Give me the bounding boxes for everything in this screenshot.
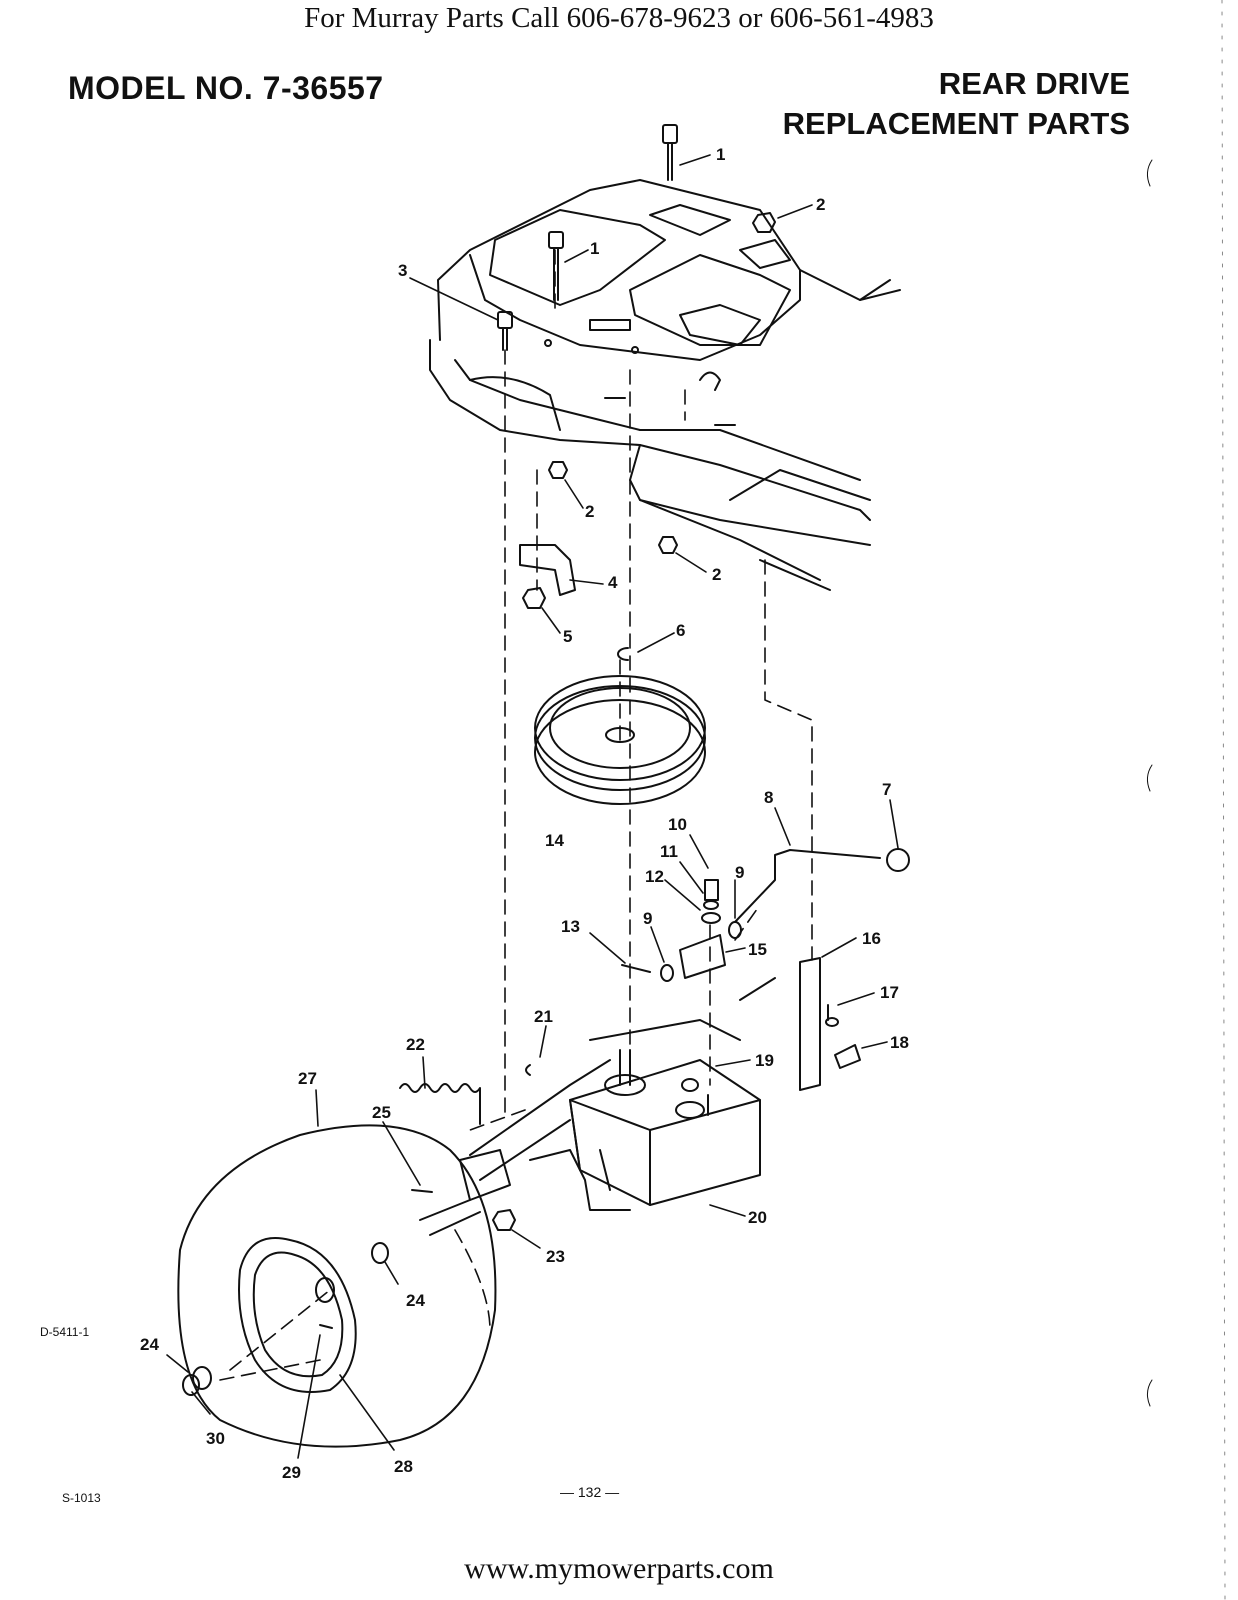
bolt-part-1 — [663, 125, 677, 180]
wheel-tire-part-27-28 — [178, 1125, 495, 1446]
callout-14: 14 — [545, 831, 564, 850]
callout-30: 30 — [206, 1429, 225, 1448]
callout-15: 15 — [748, 940, 767, 959]
callout-19: 19 — [755, 1051, 774, 1070]
callout-22: 22 — [406, 1035, 425, 1054]
callout-28: 28 — [394, 1457, 413, 1476]
page-number: — 132 — — [560, 1484, 619, 1500]
callout-2c: 2 — [712, 565, 721, 584]
washer-part-24 — [372, 1243, 388, 1263]
callout-13: 13 — [561, 917, 580, 936]
dashed-assembly-lines — [220, 250, 812, 1380]
callout-16: 16 — [862, 929, 881, 948]
callout-24: 24 — [406, 1291, 425, 1310]
diagram-code: D-5411-1 — [40, 1325, 89, 1339]
callout-7: 7 — [882, 780, 891, 799]
frame-fender — [430, 180, 900, 590]
bolt-part-3 — [498, 312, 512, 350]
callout-27: 27 — [298, 1069, 317, 1088]
axle-housing — [420, 1150, 510, 1235]
callout-9b: 9 — [643, 909, 652, 928]
callout-21: 21 — [534, 1007, 553, 1026]
transaxle-part-20 — [470, 978, 775, 1210]
footer-url[interactable]: www.mymowerparts.com — [0, 1552, 1238, 1586]
callout-9: 9 — [735, 863, 744, 882]
part-callouts: 1 1 2 2 2 3 4 5 6 7 8 9 9 10 11 12 13 14… — [140, 145, 909, 1482]
nut-part-2 — [549, 213, 775, 553]
callout-5: 5 — [563, 627, 572, 646]
callout-25: 25 — [372, 1103, 391, 1122]
callout-2: 2 — [816, 195, 825, 214]
callout-4: 4 — [608, 573, 618, 592]
callout-6: 6 — [676, 621, 685, 640]
bolt-part-1b — [549, 232, 563, 300]
callout-3: 3 — [398, 261, 407, 280]
callout-1: 1 — [716, 145, 725, 164]
callout-20: 20 — [748, 1208, 767, 1227]
callout-10: 10 — [668, 815, 687, 834]
callout-29: 29 — [282, 1463, 301, 1482]
callout-24b: 24 — [140, 1335, 159, 1354]
callout-8: 8 — [764, 788, 773, 807]
callout-12: 12 — [645, 867, 664, 886]
scan-edge-marks — [1147, 0, 1225, 1600]
nut-part-23 — [493, 1210, 515, 1230]
spring-part-22 — [400, 1084, 480, 1124]
retaining-ring-part-6 — [618, 648, 628, 660]
key-part-21-25 — [412, 1065, 530, 1192]
nut-part-5 — [523, 588, 545, 608]
callout-18: 18 — [890, 1033, 909, 1052]
sheet-code: S-1013 — [62, 1491, 101, 1505]
bracket-part-4 — [520, 545, 575, 595]
rod-part-8 — [735, 849, 909, 922]
callout-2b: 2 — [585, 502, 594, 521]
bolt-parts-17-18 — [826, 1005, 860, 1068]
callout-11: 11 — [660, 842, 678, 861]
callout-17: 17 — [880, 983, 899, 1002]
callout-23: 23 — [546, 1247, 565, 1266]
callout-1b: 1 — [590, 239, 599, 258]
bracket-part-16 — [800, 958, 820, 1090]
leader-lines — [167, 155, 898, 1458]
